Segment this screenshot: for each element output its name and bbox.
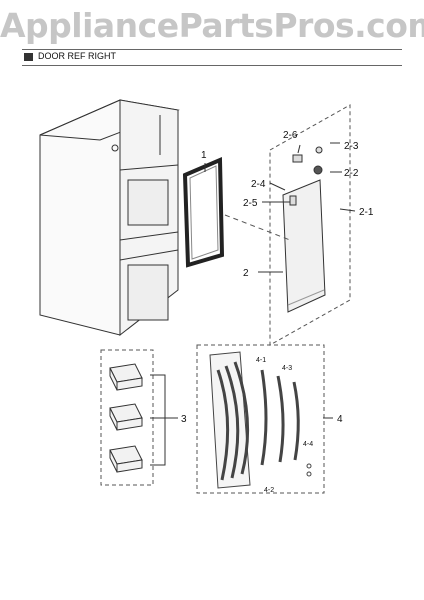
align-line bbox=[224, 214, 291, 241]
section-header: DOOR REF RIGHT bbox=[22, 49, 402, 66]
callout-2-2: 2-2 bbox=[344, 168, 359, 179]
callout-4-1: 4-1 bbox=[256, 357, 266, 364]
watermark-logo: AppliancePartsPros.com bbox=[0, 6, 424, 45]
callout-2-3: 2-3 bbox=[344, 141, 359, 152]
section-title: DOOR REF RIGHT bbox=[38, 51, 116, 61]
callout-4: 4 bbox=[337, 414, 343, 425]
callout-2-4: 2-4 bbox=[251, 179, 266, 190]
callout-2-5: 2-5 bbox=[243, 198, 258, 209]
door-panel bbox=[282, 179, 326, 313]
door-assembly-box bbox=[269, 104, 351, 346]
inner-liner-parts bbox=[209, 351, 312, 489]
leader-3 bbox=[150, 374, 166, 466]
callout-1: 1 bbox=[201, 150, 207, 161]
inner-panel-box bbox=[196, 344, 325, 494]
callout-4-3: 4-3 bbox=[282, 365, 292, 372]
leaders-part-2 bbox=[204, 142, 356, 273]
callout-2: 2 bbox=[243, 268, 249, 279]
callout-4-2: 4-2 bbox=[264, 487, 274, 494]
door-shelves bbox=[109, 363, 143, 473]
door-gasket bbox=[182, 156, 225, 268]
callout-2-1: 2-1 bbox=[359, 207, 374, 218]
door-small-parts bbox=[289, 146, 323, 206]
callout-2-6: 2-6 bbox=[283, 130, 298, 141]
header-bar-icon bbox=[24, 53, 33, 61]
callout-4-4: 4-4 bbox=[303, 441, 313, 448]
callout-3: 3 bbox=[181, 414, 187, 425]
refrigerator-cabinet bbox=[39, 99, 180, 337]
